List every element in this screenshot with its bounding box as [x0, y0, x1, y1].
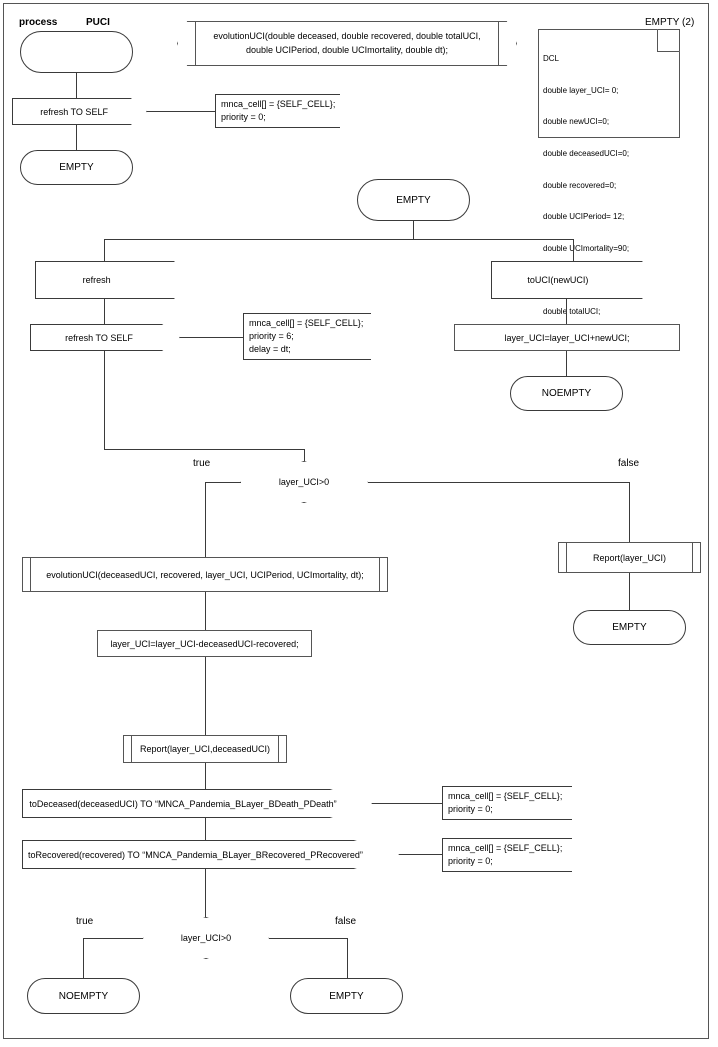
connector-evolution-to-task [205, 592, 206, 630]
comment-todeceased: mnca_cell[] = {SELF_CELL}; priority = 0; [442, 786, 572, 820]
input-signal-refresh-label: refresh [82, 275, 111, 285]
output-shape [12, 98, 147, 125]
state-empty-false[interactable]: EMPTY [573, 610, 686, 645]
input-shape [35, 261, 175, 299]
connector-refresh-to-output [104, 299, 105, 324]
process-keyword-label: process [19, 17, 58, 28]
declaration-dcl-box: DCL double layer_UCI= 0; double newUCI=0… [538, 29, 680, 316]
procedure-declaration-line2: double UCIPeriod, double UCImortality, d… [246, 44, 448, 55]
task-layer-uci-subtract[interactable]: layer_UCI=layer_UCI-deceasedUCI-recovere… [97, 630, 312, 657]
connector-output-to-comment-main [180, 337, 243, 338]
output-refresh-to-self-start-label: refresh TO SELF [40, 106, 108, 117]
connector-main-state-down [413, 221, 414, 239]
decision-bottom-true-label: true [76, 916, 94, 927]
comment-start-output: mnca_cell[] = {SELF_CELL}; priority = 0; [215, 94, 340, 128]
connector-bottom-true-out [83, 938, 143, 939]
dcl-line-7: double totalUCI; [543, 307, 601, 317]
connector-fork-left [104, 239, 105, 261]
connector-start-to-output [76, 73, 77, 98]
connector-task-to-noempty [566, 351, 567, 376]
output-refresh-to-self-main[interactable]: refresh TO SELF [30, 324, 180, 351]
connector-decision-true-down [205, 482, 206, 557]
state-noempty-right-label: NOEMPTY [541, 388, 592, 399]
connector-report-to-empty [629, 573, 630, 610]
decision-layer-uci-top-label: layer_UCI>0 [278, 477, 330, 487]
dcl-folded-corner-icon [657, 29, 680, 52]
output-torecovered[interactable]: toRecovered(recovered) TO “MNCA_Pandemia… [22, 840, 399, 869]
procedure-call-report-layeruci-deceased[interactable]: Report(layer_UCI,deceasedUCI) [123, 735, 287, 763]
state-noempty-right[interactable]: NOEMPTY [510, 376, 623, 411]
input-signal-touci-label: toUCI(newUCI) [527, 275, 589, 285]
state-empty-main-label: EMPTY [396, 194, 431, 206]
output-shape [22, 789, 372, 818]
connector-into-decision-top [304, 449, 305, 461]
decision-layer-uci-top[interactable]: layer_UCI>0 [240, 461, 368, 503]
connector-report-to-todeceased [205, 763, 206, 789]
connector-torecovered-to-decision [205, 869, 206, 917]
output-shape [30, 324, 180, 351]
connector-decision-false-down [629, 482, 630, 542]
state-empty-bottom-label: EMPTY [329, 990, 364, 1002]
connector-task-to-report [205, 657, 206, 735]
task-layer-uci-add[interactable]: layer_UCI=layer_UCI+newUCI; [454, 324, 680, 351]
output-torecovered-label: toRecovered(recovered) TO “MNCA_Pandemia… [28, 849, 363, 860]
state-empty-bottom[interactable]: EMPTY [290, 978, 403, 1014]
state-empty-start[interactable]: EMPTY [20, 150, 133, 185]
state-noempty-bottom-label: NOEMPTY [58, 990, 109, 1002]
connector-bottom-false-out [269, 938, 347, 939]
dcl-line-3: double recovered=0; [543, 180, 617, 190]
dcl-line-4: double UCIPeriod= 12; [543, 212, 625, 222]
output-shape [22, 840, 399, 869]
output-todeceased-label: toDeceased(deceasedUCI) TO “MNCA_Pandemi… [29, 798, 337, 809]
connector-touci-to-task [566, 299, 567, 324]
comment-torecovered: mnca_cell[] = {SELF_CELL}; priority = 0; [442, 838, 572, 872]
connector-bottom-false-down [347, 938, 348, 978]
connector-torecovered-to-comment [399, 854, 442, 855]
connector-fork-bus [104, 239, 574, 240]
input-signal-touci[interactable]: toUCI(newUCI) [491, 261, 643, 299]
dcl-line-0: double layer_UCI= 0; [543, 85, 619, 95]
state-empty-start-label: EMPTY [59, 162, 94, 173]
diagram-frame [3, 3, 709, 1039]
connector-decision-false-out [368, 482, 630, 483]
procedure-declaration-body: evolutionUCI(double deceased, double rec… [195, 21, 499, 66]
comment-main-output: mnca_cell[] = {SELF_CELL}; priority = 6;… [243, 313, 371, 360]
process-name-label: PUCI [86, 17, 110, 28]
state-noempty-bottom[interactable]: NOEMPTY [27, 978, 140, 1014]
connector-output-to-state-start [76, 125, 77, 150]
connector-todeceased-to-torecovered [205, 818, 206, 840]
connector-decision-true-out [205, 482, 241, 483]
state-empty-main[interactable]: EMPTY [357, 179, 470, 221]
dcl-line-5: double UCImortality=90; [543, 243, 630, 253]
procedure-call-report-layeruci[interactable]: Report(layer_UCI) [558, 542, 701, 573]
dcl-title: DCL [543, 54, 560, 64]
start-state-box[interactable] [20, 31, 133, 73]
decision-bottom-false-label: false [335, 916, 357, 927]
output-refresh-to-self-main-label: refresh TO SELF [65, 332, 133, 343]
decision-layer-uci-bottom[interactable]: layer_UCI>0 [143, 917, 269, 959]
output-refresh-to-self-start[interactable]: refresh TO SELF [12, 98, 147, 125]
connector-output-to-comment-start [147, 111, 215, 112]
input-signal-refresh[interactable]: refresh [35, 261, 175, 299]
input-shape [491, 261, 643, 299]
decision-top-true-label: true [193, 458, 211, 469]
state-empty-false-label: EMPTY [612, 622, 647, 633]
connector-left-across [104, 449, 305, 450]
connector-bottom-true-down [83, 938, 84, 978]
procedure-call-evolutionuci[interactable]: evolutionUCI(deceasedUCI, recovered, lay… [22, 557, 388, 592]
dcl-line-2: double deceasedUCI=0; [543, 149, 630, 159]
procedure-declaration-evolutionuci: evolutionUCI(double deceased, double rec… [177, 21, 517, 66]
decision-layer-uci-bottom-label: layer_UCI>0 [180, 933, 232, 943]
procedure-declaration-line1: evolutionUCI(double deceased, double rec… [213, 31, 481, 41]
dcl-line-1: double newUCI=0; [543, 117, 610, 127]
output-todeceased[interactable]: toDeceased(deceasedUCI) TO “MNCA_Pandemi… [22, 789, 372, 818]
decision-top-false-label: false [618, 458, 640, 469]
state-reference-label: EMPTY (2) [645, 17, 695, 28]
connector-left-down [104, 351, 105, 449]
connector-fork-right [573, 239, 574, 261]
connector-todeceased-to-comment [372, 803, 442, 804]
